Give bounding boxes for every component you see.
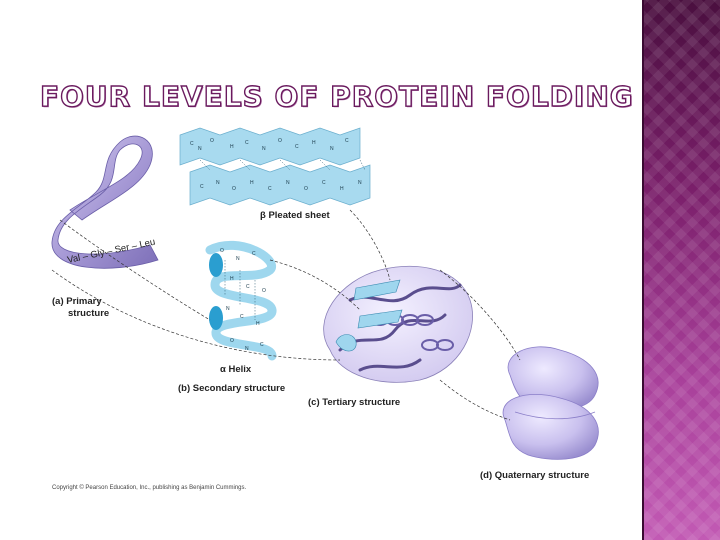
svg-text:C: C: [345, 138, 349, 144]
svg-text:O: O: [220, 248, 224, 254]
svg-text:O: O: [230, 338, 234, 344]
svg-text:O: O: [262, 288, 266, 294]
svg-text:O: O: [232, 186, 236, 192]
svg-text:H: H: [312, 140, 316, 146]
quaternary-structure: [502, 346, 599, 460]
svg-text:C: C: [246, 284, 250, 290]
svg-text:C: C: [295, 144, 299, 150]
svg-text:C: C: [252, 251, 256, 257]
primary-structure-label-line1: (a) Primary: [52, 296, 102, 307]
svg-text:N: N: [216, 180, 220, 186]
svg-text:C: C: [245, 140, 249, 146]
svg-text:O: O: [278, 138, 282, 144]
svg-text:C: C: [190, 141, 194, 147]
svg-text:N: N: [198, 146, 202, 152]
svg-text:H: H: [230, 144, 234, 150]
svg-text:H: H: [256, 321, 260, 327]
beta-pleated-sheet: CNO HCN OCH NC CNO HCN OCH N: [179, 127, 371, 206]
secondary-structure-label: (b) Secondary structure: [178, 383, 285, 394]
svg-text:N: N: [330, 146, 334, 152]
copyright-text: Copyright © Pearson Education, Inc., pub…: [52, 485, 247, 491]
svg-text:C: C: [200, 184, 204, 190]
svg-text:N: N: [358, 180, 362, 186]
svg-text:N: N: [236, 256, 240, 262]
svg-text:H: H: [250, 180, 254, 186]
svg-text:C: C: [322, 180, 326, 186]
tertiary-structure: [323, 265, 473, 383]
svg-text:N: N: [226, 306, 230, 312]
svg-text:N: N: [286, 180, 290, 186]
svg-text:C: C: [240, 314, 244, 320]
quaternary-structure-label: (d) Quaternary structure: [480, 470, 589, 481]
svg-text:N: N: [245, 346, 249, 352]
svg-text:H: H: [230, 276, 234, 282]
svg-text:N: N: [262, 146, 266, 152]
svg-text:C: C: [268, 186, 272, 192]
svg-text:C: C: [260, 342, 264, 348]
alpha-helix-label: α Helix: [220, 364, 252, 375]
protein-folding-figure: Val – Gly – Ser – Leu (a) Primary struct…: [51, 127, 599, 481]
primary-structure-label-line2: structure: [68, 308, 109, 319]
svg-text:O: O: [304, 186, 308, 192]
svg-text:H: H: [340, 186, 344, 192]
alpha-helix: O N C H C O N C H O N C: [205, 240, 277, 361]
connector-lines: [51, 209, 521, 421]
primary-ribbon: Val – Gly – Ser – Leu: [51, 135, 159, 269]
decorative-side-bar: [642, 0, 720, 540]
slide-title: FOUR LEVELS OF PROTEIN FOLDING: [39, 79, 634, 113]
tertiary-structure-label: (c) Tertiary structure: [308, 397, 400, 408]
pleated-sheet-label: β Pleated sheet: [260, 210, 331, 221]
svg-text:O: O: [210, 138, 214, 144]
